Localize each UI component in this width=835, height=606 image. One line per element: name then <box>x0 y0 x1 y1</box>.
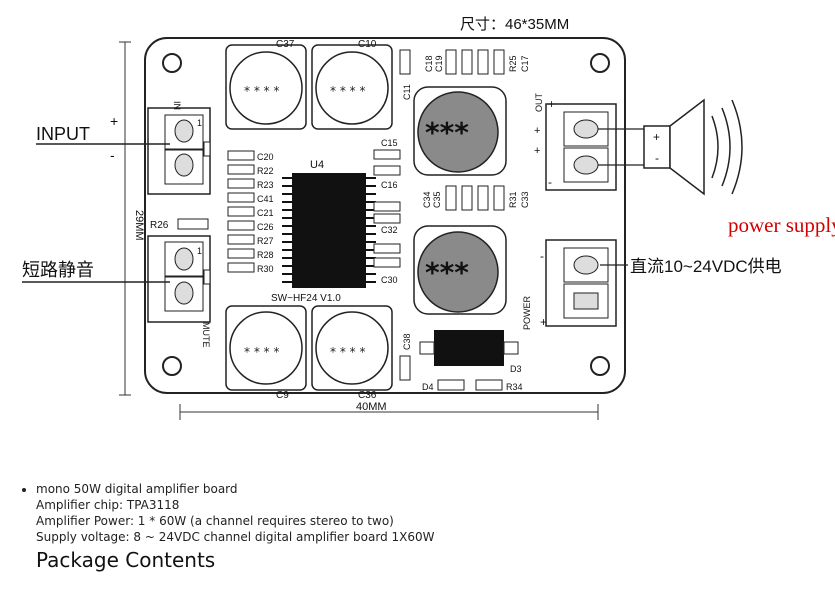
comp-r25: R25 <box>508 55 518 72</box>
cap-c36-label: C36 <box>358 390 377 401</box>
mounting-holes <box>162 53 610 376</box>
svg-text:* * * *: * * * * <box>330 345 365 359</box>
comp-c18: C18 <box>424 55 434 72</box>
amplifier-board-diagram: 尺寸：46*35MM 29MM 40MM IN 1 INPUT + - 1 MU… <box>22 16 835 420</box>
product-specs: mono 50W digital amplifier board Amplifi… <box>22 481 822 545</box>
capacitor-polarity-dots: * * * * * * * * * * * * * * * * <box>244 84 365 359</box>
comp-c20: C20 <box>257 152 274 162</box>
height-dimension: 29MM <box>133 210 145 241</box>
comp-c41: C41 <box>257 194 274 204</box>
spec-power: Amplifier Power: 1 * 60W (a channel requ… <box>36 514 394 528</box>
comp-r31: R31 <box>508 191 518 208</box>
r34-label: R34 <box>506 382 523 392</box>
c38-component <box>399 355 411 381</box>
cap-c9-label: C9 <box>276 390 289 401</box>
out-screw-2 <box>573 155 599 175</box>
d4-label: D4 <box>422 382 434 392</box>
power-screw-1 <box>573 255 599 275</box>
chip-u4-label: U4 <box>310 159 324 171</box>
left-smd-components <box>227 150 255 273</box>
board-size-label: 尺寸：46*35MM <box>460 16 569 33</box>
power-connector-label: POWER <box>522 295 532 330</box>
comp-r30: R30 <box>257 264 274 274</box>
large-capacitors <box>225 44 393 391</box>
out-plus: + <box>548 97 555 111</box>
comp-c35: C35 <box>432 191 442 208</box>
svg-text:* * * *: * * * * <box>244 84 279 98</box>
spec-chip: Amplifier chip: TPA3118 <box>36 498 180 512</box>
mute-screw-1 <box>174 247 194 271</box>
comp-c17: C17 <box>520 55 530 72</box>
input-plus: + <box>110 113 118 129</box>
out-plus-3: + <box>534 145 540 157</box>
svg-text:* * * *: * * * * <box>244 345 279 359</box>
mute-screw-2 <box>174 281 194 305</box>
cap-c37-label: C37 <box>276 39 295 50</box>
r34-component <box>475 379 503 391</box>
comp-c19: C19 <box>434 55 444 72</box>
in-connector-label: IN <box>172 101 182 110</box>
board-name-label: SW~HF24 V1.0 <box>271 293 341 304</box>
r26-label: R26 <box>150 220 169 231</box>
power-supply-label: power supply <box>728 213 835 237</box>
supply-voltage-label: 直流10~24VDC供电 <box>630 257 782 276</box>
comp-c30: C30 <box>381 275 398 285</box>
svg-text:* * * *: * * * * <box>330 84 365 98</box>
input-screw-2 <box>174 153 194 177</box>
comp-c26: C26 <box>257 222 274 232</box>
input-label: INPUT <box>36 124 90 144</box>
comp-c11: C11 <box>402 84 412 100</box>
comp-c15: C15 <box>381 138 398 148</box>
speaker-minus: - <box>655 151 659 165</box>
spec-voltage: Supply voltage: 8 ~ 24VDC channel digita… <box>36 530 435 544</box>
comp-c16: C16 <box>381 180 398 190</box>
out-plus-2: + <box>534 125 540 137</box>
comp-c21: C21 <box>257 208 274 218</box>
c38-label: C38 <box>402 333 412 350</box>
input-minus: - <box>110 147 115 163</box>
power-minus: - <box>540 249 544 263</box>
spec-item: mono 50W digital amplifier board Amplifi… <box>36 481 822 545</box>
cap-c10-label: C10 <box>358 39 377 50</box>
comp-r27: R27 <box>257 236 274 246</box>
mute-side-label: 短路静音 <box>22 260 94 280</box>
d3-label: D3 <box>510 364 522 374</box>
d3-diode <box>434 330 504 366</box>
spec-description: mono 50W digital amplifier board <box>36 482 238 496</box>
chip-u4 <box>292 173 366 288</box>
speaker-cone <box>669 98 705 196</box>
input-pin-1: 1 <box>197 118 202 128</box>
inductor-1-marking: *** <box>425 116 469 149</box>
speaker-plus: + <box>653 130 660 144</box>
mute-connector-label: MUTE <box>201 322 211 348</box>
right-smd-components <box>373 149 401 268</box>
dimension-lines <box>119 41 599 420</box>
mute-pin-1: 1 <box>197 246 202 256</box>
comp-r23: R23 <box>257 180 274 190</box>
out-connector-label: OUT <box>534 93 544 113</box>
r26-component <box>177 218 209 230</box>
power-screw-2 <box>573 292 599 310</box>
comp-c34: C34 <box>422 191 432 208</box>
top-smd-components <box>399 49 505 75</box>
comp-r22: R22 <box>257 166 274 176</box>
input-screw-1 <box>174 119 194 143</box>
power-plus: + <box>540 315 547 329</box>
comp-c33: C33 <box>520 191 530 208</box>
inductor-2-marking: *** <box>425 256 469 289</box>
comp-r28: R28 <box>257 250 274 260</box>
comp-c32: C32 <box>381 225 398 235</box>
d4-component <box>437 379 465 391</box>
inductors <box>413 86 507 315</box>
sound-wave-icon <box>711 99 743 195</box>
package-contents-heading: Package Contents <box>36 548 216 572</box>
width-dimension: 40MM <box>356 401 387 413</box>
out-minus: - <box>548 175 552 189</box>
middle-smd-components <box>445 185 505 211</box>
out-screw-1 <box>573 119 599 139</box>
